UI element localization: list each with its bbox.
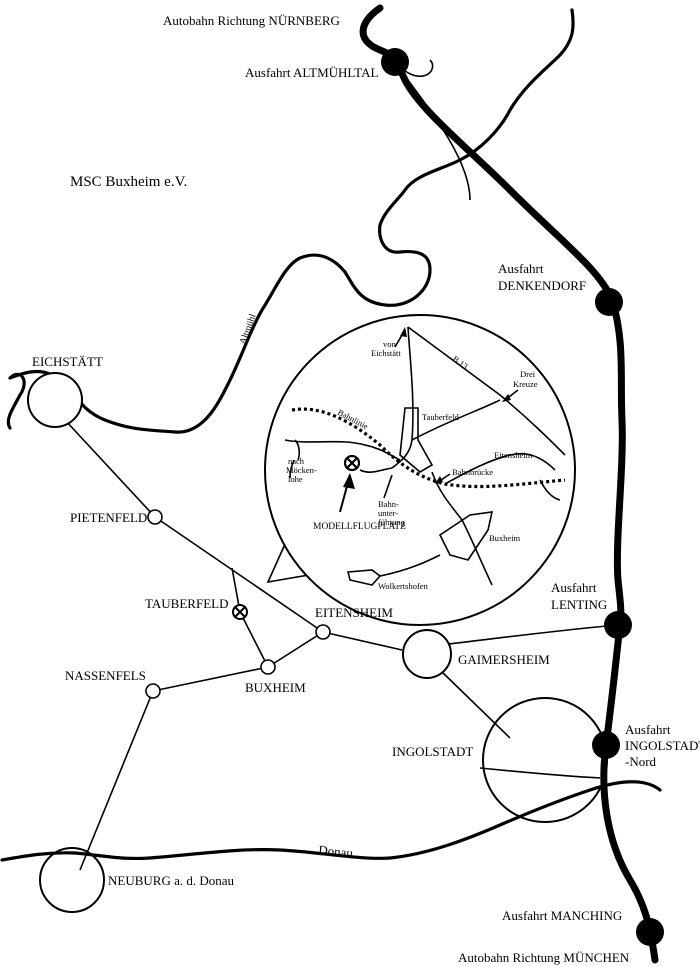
label-nassenfels: NASSENFELS	[65, 668, 146, 683]
label-autobahn-south: Autobahn Richtung MÜNCHEN	[458, 950, 630, 965]
inset-label-tauberfeld: Tauberfeld	[422, 412, 459, 422]
road-gaimersheim-ingolstadt	[439, 669, 511, 739]
label-exit-ingolstadt-nord-1: Ausfahrt	[625, 722, 671, 737]
label-exit-ingolstadt-nord-2: INGOLSTADT	[625, 738, 700, 753]
inset-label-modellflugplatz: MODELLFLUGPLATZ	[313, 522, 406, 532]
label-exit-manching: Ausfahrt MANCHING	[502, 908, 622, 923]
label-buxheim: BUXHEIM	[245, 680, 306, 695]
label-gaimersheim: GAIMERSHEIM	[458, 652, 550, 667]
inset-label-bahn: Bahn-	[378, 499, 399, 509]
label-ingolstadt: INGOLSTADT	[392, 744, 473, 759]
label-eichstaett: EICHSTÄTT	[32, 354, 103, 369]
eitensheim-town	[315, 624, 331, 640]
road-nassenfels-buxheim	[152, 666, 269, 692]
label-exit-ingolstadt-nord-3: -Nord	[625, 754, 657, 769]
road-gaimersheim-lenting	[439, 624, 619, 646]
inset-label-unter: unter-	[378, 508, 398, 518]
altmuehl-river	[6, 8, 575, 434]
inset-label-lohe: lohe	[288, 474, 303, 484]
exit-manching-marker	[636, 918, 664, 946]
inset-label-bahnbruecke: Bahnbrücke	[452, 467, 493, 477]
exit-altmuehltal-east	[401, 71, 471, 201]
inset-label-wolkertshofen: Wolkertshofen	[378, 581, 429, 591]
donau-ingolstadt-branch	[479, 767, 601, 779]
gaimersheim-town	[402, 629, 452, 679]
label-altmuehl: Altmühl	[238, 313, 258, 347]
inset-label-kreuze: Kreuze	[513, 379, 538, 389]
inset-content	[284, 326, 566, 586]
label-exit-denkendorf-2: DENKENDORF	[498, 278, 586, 293]
exit-altmuehltal-road	[394, 59, 434, 77]
label-tauberfeld: TAUBERFELD	[145, 596, 228, 611]
buxheim-town	[260, 659, 276, 675]
label-eitensheim: EITENSHEIM	[315, 605, 393, 620]
exit-denkendorf-marker	[595, 288, 623, 316]
label-exit-lenting-1: Ausfahrt	[551, 580, 597, 595]
inset-label-eitensheim: Eitensheim	[494, 450, 533, 460]
road-eichstaett-pietenfeld	[64, 419, 156, 518]
label-autobahn-north: Autobahn Richtung NÜRNBERG	[163, 13, 340, 28]
road-nassenfels-neuburg	[79, 690, 154, 871]
label-pietenfeld: PIETENFELD	[70, 510, 147, 525]
inset-label-fuehrung: führung	[378, 517, 406, 527]
inset-label-nach: nach	[288, 456, 305, 466]
label-exit-lenting-2: LENTING	[551, 597, 607, 612]
road-tauberfeld-buxheim	[267, 631, 324, 668]
neuburg-town	[39, 847, 105, 913]
road-pietenfeld-eitensheim	[154, 516, 324, 633]
map-title: MSC Buxheim e.V.	[70, 174, 187, 190]
nassenfels-town	[145, 683, 161, 699]
inset-label-von: von	[383, 339, 397, 349]
ingolstadt-town	[482, 697, 608, 823]
airfield-marker-main	[232, 604, 248, 620]
inset-label-buxheim: Buxheim	[489, 533, 521, 543]
inset-label-drei: Drei	[520, 369, 536, 379]
railway-line	[291, 407, 566, 489]
label-donau: Donau	[318, 842, 355, 861]
label-exit-denkendorf-1: Ausfahrt	[498, 261, 544, 276]
inset-label-moecken: Möcken-	[286, 465, 317, 475]
label-neuburg: NEUBURG a. d. Donau	[108, 873, 235, 888]
road-eitensheim-gaimersheim	[322, 631, 403, 651]
inset-label-eichstaett: Eichstätt	[371, 348, 401, 358]
pietenfeld-town	[147, 509, 163, 525]
eichstaett-town	[27, 372, 83, 428]
label-exit-altmuehltal: Ausfahrt ALTMÜHLTAL	[245, 65, 378, 80]
